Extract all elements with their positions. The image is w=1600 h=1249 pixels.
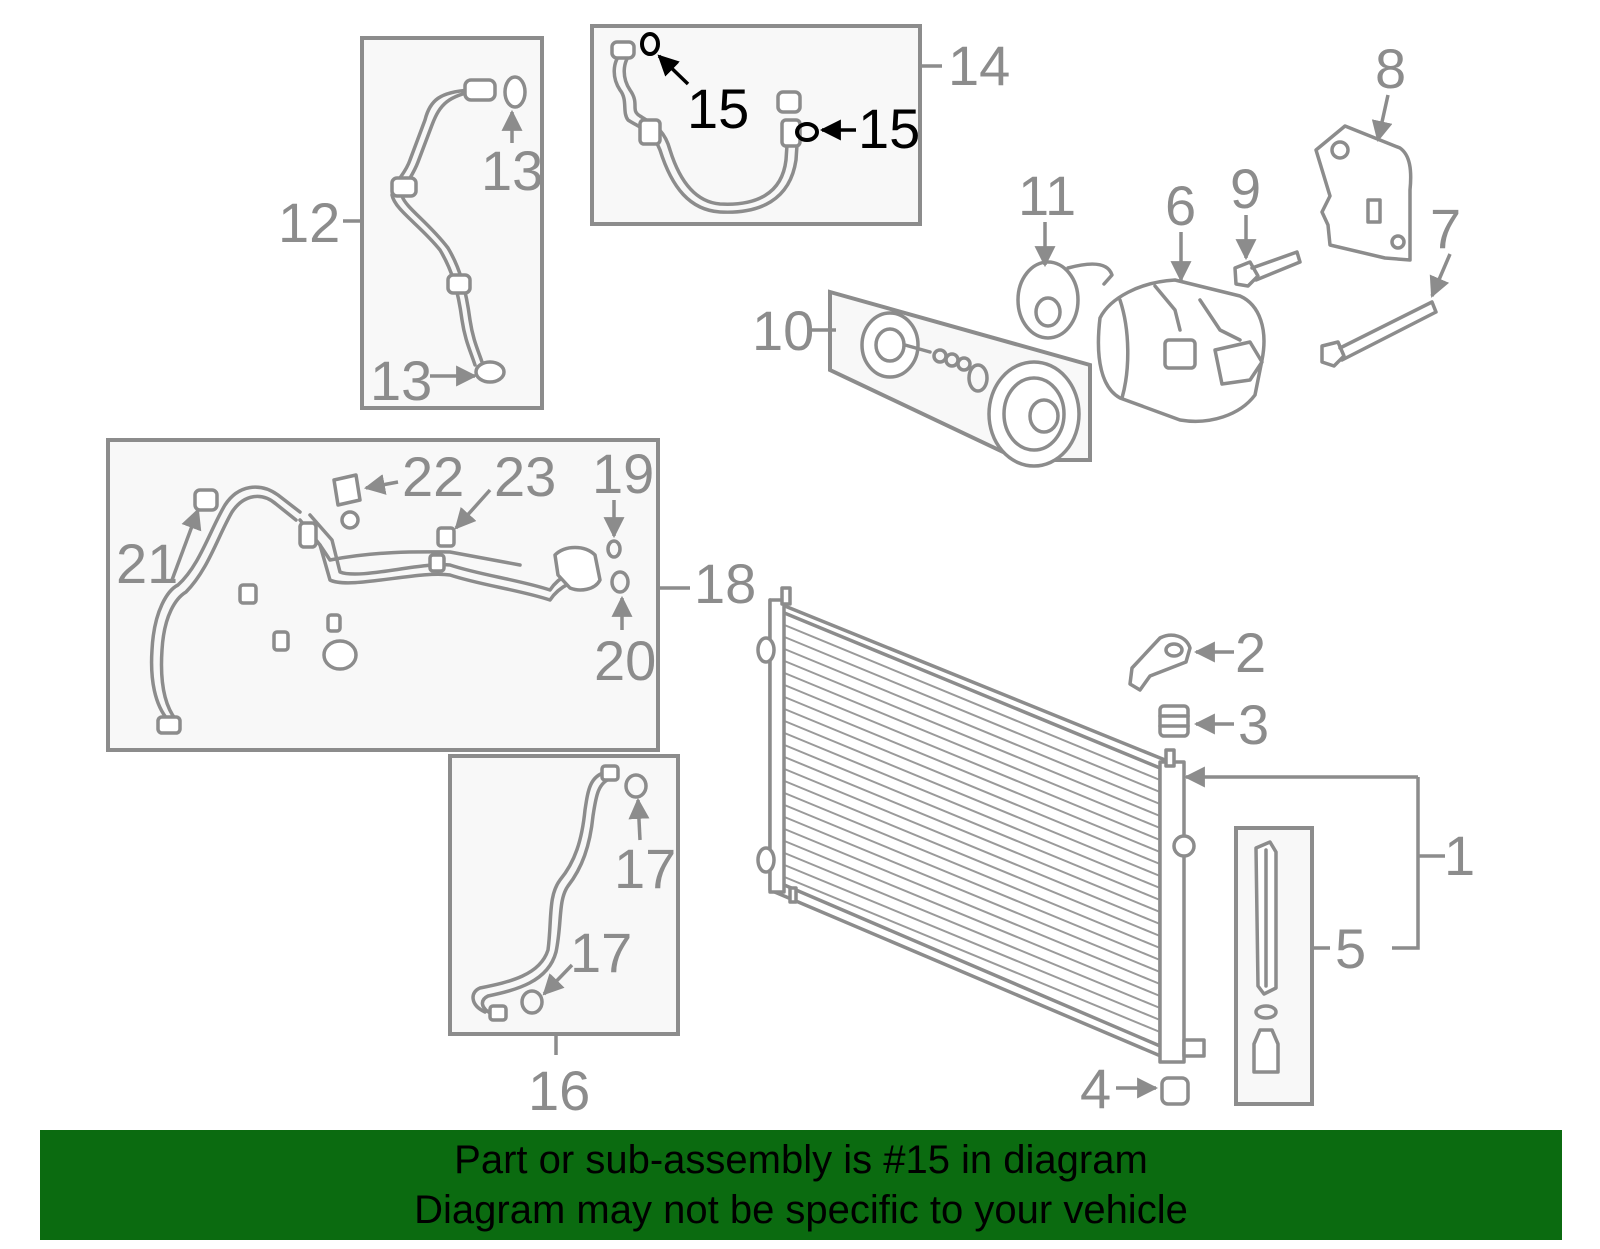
banner-line-2: Diagram may not be specific to your vehi… — [414, 1188, 1188, 1232]
oring-19-icon — [606, 539, 622, 559]
banner-line-1: Part or sub-assembly is #15 in diagram — [454, 1138, 1148, 1182]
oring-15-top-icon — [640, 32, 690, 86]
callout-9: 9 — [1230, 157, 1261, 220]
callout-13-top: 13 — [481, 139, 543, 202]
callout-17-bottom: 17 — [570, 921, 632, 984]
group-5-receiver — [1234, 826, 1314, 1106]
callout-13-bottom: 13 — [370, 349, 432, 412]
callout-4: 4 — [1080, 1057, 1111, 1120]
callout-6: 6 — [1165, 174, 1196, 237]
callout-17-top: 17 — [614, 837, 676, 900]
bracket-2 — [1128, 633, 1192, 692]
callout-18: 18 — [694, 552, 756, 615]
callout-14: 14 — [948, 34, 1010, 97]
oring-20-icon — [610, 570, 630, 594]
callout-12: 12 — [278, 191, 340, 254]
callout-21: 21 — [116, 532, 178, 595]
cushion-3-icon — [1158, 704, 1190, 738]
compressor-6 — [1096, 278, 1266, 423]
bolt-7-icon — [1320, 300, 1438, 368]
callout-15-top: 15 — [687, 77, 749, 140]
callout-10: 10 — [752, 299, 814, 362]
group-10-clutch — [828, 289, 1092, 468]
cushion-4-icon — [1160, 1076, 1190, 1106]
callout-1: 1 — [1444, 824, 1475, 887]
callout-2: 2 — [1235, 621, 1266, 684]
cap-22-icon — [332, 473, 362, 507]
callout-3: 3 — [1238, 693, 1269, 756]
callout-22: 22 — [402, 445, 464, 508]
bracket-8 — [1314, 124, 1413, 262]
callout-5: 5 — [1335, 917, 1366, 980]
info-banner: Part or sub-assembly is #15 in diagram D… — [40, 1130, 1562, 1240]
callout-11: 11 — [1018, 164, 1076, 227]
callout-23: 23 — [494, 445, 556, 508]
group-12-discharge-hose — [360, 36, 544, 410]
group-14-suction-hose — [590, 24, 922, 226]
callout-8: 8 — [1375, 37, 1406, 100]
bolt-9-icon — [1233, 250, 1302, 288]
oring-15-right-icon — [795, 119, 856, 142]
valve-23-icon — [436, 526, 456, 548]
callout-7: 7 — [1430, 197, 1461, 260]
callout-19: 19 — [592, 442, 654, 505]
callout-16: 16 — [528, 1059, 590, 1122]
callout-15-right: 15 — [858, 97, 920, 160]
condenser-1 — [756, 586, 1206, 1064]
callout-20: 20 — [594, 629, 656, 692]
